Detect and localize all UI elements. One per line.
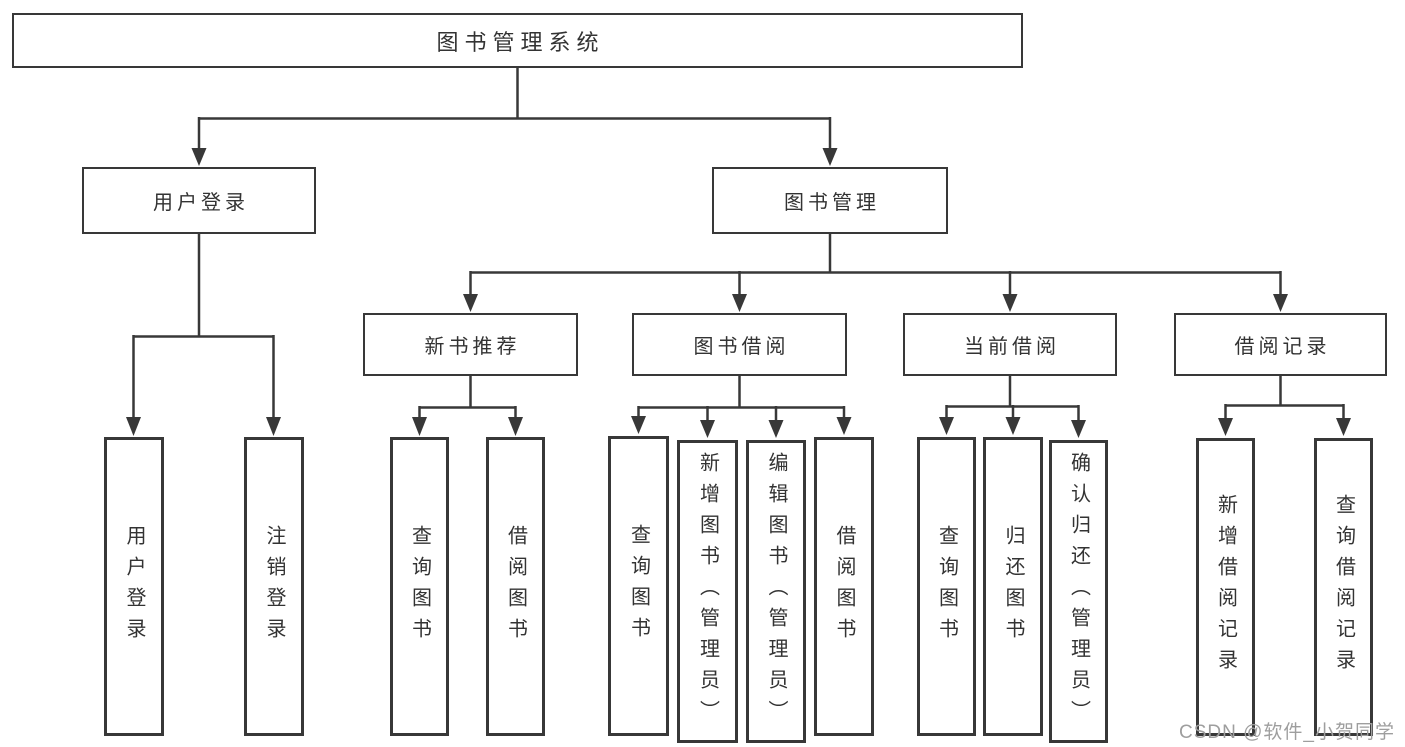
node-library-management-system: 图书管理系统 bbox=[12, 13, 1023, 68]
leaf-return-books: 归还图书 bbox=[983, 437, 1043, 736]
leaf-query-books-current: 查询图书 bbox=[917, 437, 976, 736]
node-new-book-recommend: 新书推荐 bbox=[363, 313, 578, 376]
node-current-borrow: 当前借阅 bbox=[903, 313, 1117, 376]
node-book-management: 图书管理 bbox=[712, 167, 948, 234]
leaf-borrow-books: 借阅图书 bbox=[814, 437, 874, 736]
leaf-add-books-admin: 新增图书（管理员） bbox=[677, 440, 738, 743]
leaf-user-login: 用户登录 bbox=[104, 437, 164, 736]
leaf-query-borrow-record: 查询借阅记录 bbox=[1314, 438, 1373, 736]
leaf-confirm-return-admin: 确认归还（管理员） bbox=[1049, 440, 1108, 743]
node-user-login: 用户登录 bbox=[82, 167, 316, 234]
node-borrow-records: 借阅记录 bbox=[1174, 313, 1387, 376]
leaf-add-borrow-record: 新增借阅记录 bbox=[1196, 438, 1255, 736]
leaf-logout: 注销登录 bbox=[244, 437, 304, 736]
leaf-borrow-books-recommend: 借阅图书 bbox=[486, 437, 545, 736]
csdn-watermark: CSDN @软件_小贺同学 bbox=[1179, 722, 1395, 743]
leaf-edit-books-admin: 编辑图书（管理员） bbox=[746, 440, 806, 743]
leaf-query-books-recommend: 查询图书 bbox=[390, 437, 449, 736]
leaf-query-books-borrow: 查询图书 bbox=[608, 436, 669, 736]
node-book-borrow: 图书借阅 bbox=[632, 313, 847, 376]
